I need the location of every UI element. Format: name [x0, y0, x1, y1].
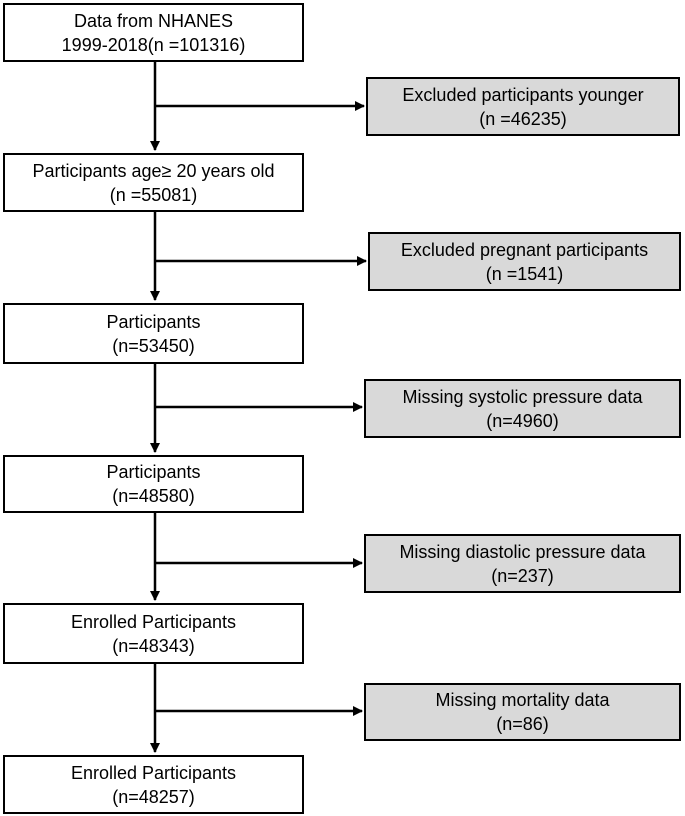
step-text-line1: Participants age≥ 20 years old — [32, 160, 275, 181]
step-box-participants-48580: Participants (n=48580) — [3, 455, 304, 513]
step-text-line2: (n=53450) — [112, 335, 195, 356]
step-text-line1: Enrolled Participants — [70, 762, 237, 783]
exclusion-text-line1: Excluded pregnant participants — [400, 239, 649, 260]
exclusion-box-pregnant: Excluded pregnant participants (n =1541) — [368, 232, 681, 291]
exclusion-text-line1: Missing diastolic pressure data — [399, 541, 646, 562]
exclusion-text-line2: (n =1541) — [485, 263, 564, 284]
step-text-line1: Data from NHANES — [73, 10, 234, 31]
step-text-line2: (n =55081) — [109, 184, 198, 205]
exclusion-text-line2: (n=237) — [491, 565, 554, 586]
exclusion-text-line2: (n =46235) — [479, 108, 567, 129]
step-text-line1: Enrolled Participants — [70, 611, 237, 632]
step-text-line2: (n=48343) — [112, 635, 195, 656]
step-box-enrolled-48343: Enrolled Participants (n=48343) — [3, 603, 304, 664]
exclusion-box-diastolic: Missing diastolic pressure data (n=237) — [364, 534, 681, 593]
step-text-line2: 1999-2018(n =101316) — [61, 34, 246, 55]
step-box-age-filter: Participants age≥ 20 years old (n =55081… — [3, 153, 304, 212]
step-box-enrolled-48257: Enrolled Participants (n=48257) — [3, 755, 304, 814]
exclusion-text-line1: Missing mortality data — [435, 690, 610, 710]
step-box-nhanes-data: Data from NHANES 1999-2018(n =101316) — [3, 3, 304, 62]
exclusion-text-line1: Missing systolic pressure data — [402, 386, 643, 407]
exclusion-box-systolic: Missing systolic pressure data (n=4960) — [364, 379, 681, 438]
exclusion-text-line2: (n=86) — [496, 714, 549, 734]
exclusion-text-line2: (n=4960) — [486, 410, 559, 431]
exclusion-text-line1: Excluded participants younger — [402, 84, 644, 105]
step-text-line1: Participants — [106, 311, 201, 332]
step-box-participants-53450: Participants (n=53450) — [3, 303, 304, 364]
exclusion-box-younger: Excluded participants younger (n =46235) — [366, 77, 680, 136]
exclusion-box-mortality: Missing mortality data (n=86) — [364, 683, 681, 741]
step-text-line1: Participants — [106, 462, 201, 482]
step-text-line2: (n=48580) — [112, 486, 195, 506]
step-text-line2: (n=48257) — [112, 786, 195, 807]
